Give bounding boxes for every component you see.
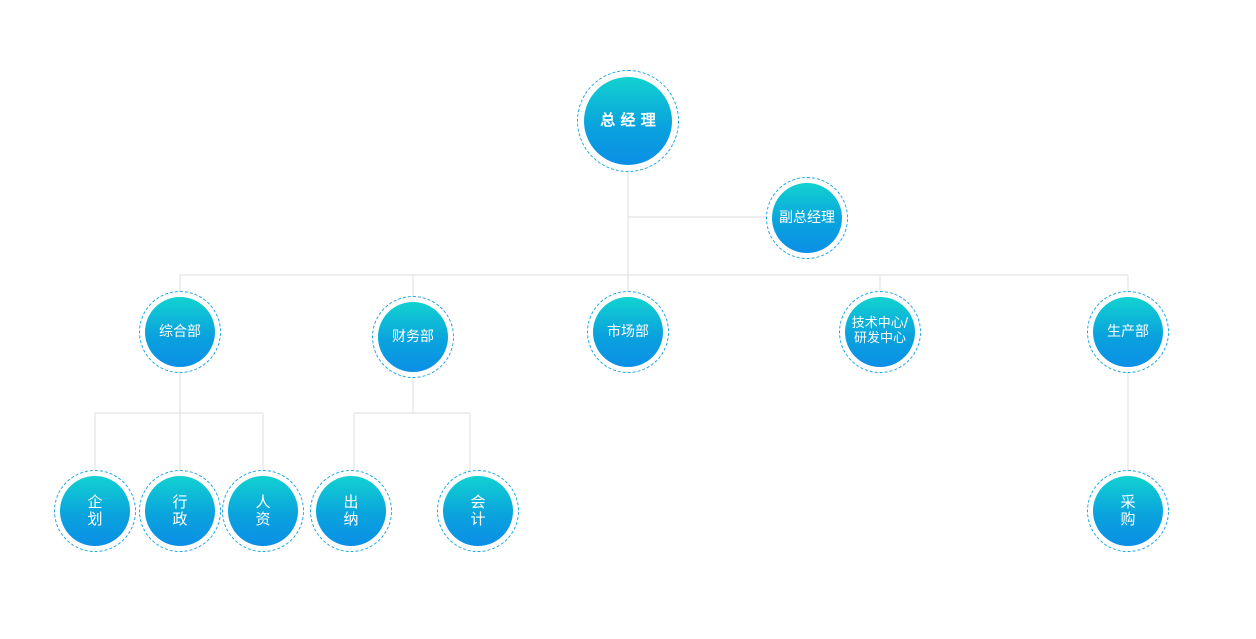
node-hr: 人 资 xyxy=(222,470,304,552)
node-admin: 行 政 xyxy=(139,470,221,552)
node-planning-label-line2: 划 xyxy=(87,510,103,528)
node-cashier: 出 纳 xyxy=(310,470,392,552)
node-admin-label-line2: 政 xyxy=(172,510,188,528)
node-accounting-label-line2: 计 xyxy=(470,510,486,528)
node-purchasing: 采 购 xyxy=(1087,470,1169,552)
node-deputy: 副总经理 xyxy=(766,177,848,259)
node-purchasing-label-line1: 采 xyxy=(1120,492,1136,511)
node-production-dept: 生产部 xyxy=(1087,291,1169,373)
node-hr-label-line2: 资 xyxy=(255,510,271,528)
node-tech-rd-label-line2: 研发中心 xyxy=(853,331,906,346)
node-hr-label-line1: 人 xyxy=(255,492,271,511)
node-accounting: 会 计 xyxy=(437,470,519,552)
node-accounting-label-line1: 会 xyxy=(470,492,486,511)
node-marketing-dept: 市场部 xyxy=(587,291,669,373)
node-ceo-label: 总 经 理 xyxy=(600,111,656,130)
node-admin-label-line1: 行 xyxy=(172,492,188,511)
node-purchasing-label-line2: 购 xyxy=(1120,510,1136,528)
node-tech-rd-center: 技术中心/ 研发中心 xyxy=(839,291,921,373)
node-general-dept: 综合部 xyxy=(139,291,221,373)
node-finance-dept-label: 财务部 xyxy=(392,328,434,345)
node-tech-rd-label-line1: 技术中心/ xyxy=(851,316,909,332)
node-finance-dept: 财务部 xyxy=(372,296,454,378)
node-marketing-dept-label: 市场部 xyxy=(607,323,649,340)
node-production-dept-label: 生产部 xyxy=(1107,323,1149,340)
node-ceo: 总 经 理 xyxy=(577,70,679,172)
node-general-dept-label: 综合部 xyxy=(159,323,201,340)
node-planning: 企 划 xyxy=(54,470,136,552)
node-planning-label-line1: 企 xyxy=(87,492,103,511)
node-deputy-label: 副总经理 xyxy=(779,209,835,226)
node-cashier-label-line2: 纳 xyxy=(343,510,359,528)
node-cashier-label-line1: 出 xyxy=(343,492,359,511)
